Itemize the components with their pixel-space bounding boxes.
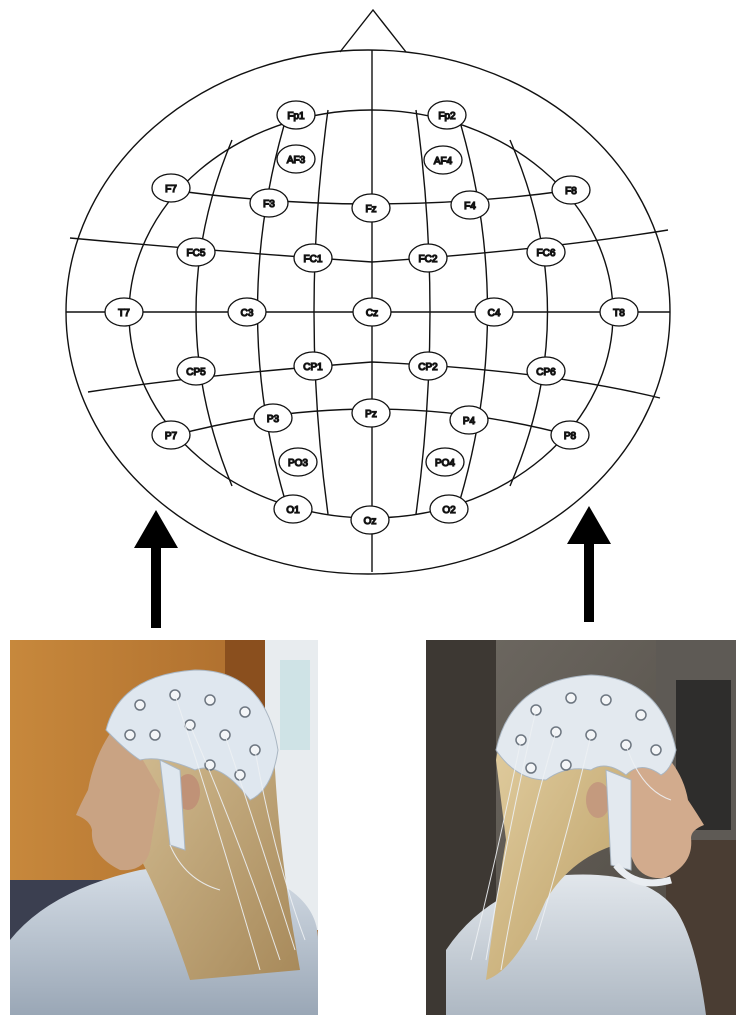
left-arc-outer (196, 140, 232, 486)
electrode-f4[interactable]: F4 (451, 191, 489, 219)
electrode-label: F8 (565, 186, 577, 197)
electrode-label: Oz (364, 516, 377, 527)
electrode-label: CP1 (303, 362, 323, 373)
electrode-label: CP6 (536, 367, 556, 378)
electrode-label: Pz (365, 409, 377, 420)
electrode-c3[interactable]: C3 (228, 298, 266, 326)
electrode-t8[interactable]: T8 (600, 298, 638, 326)
electrode-label: O1 (286, 505, 300, 516)
electrode-label: C4 (488, 308, 501, 319)
electrode-label: CP5 (186, 367, 206, 378)
arrow-up-left-icon (134, 510, 178, 628)
electrode-fc5[interactable]: FC5 (177, 238, 215, 266)
fronto-central-line (70, 230, 668, 262)
electrode-fz[interactable]: Fz (352, 194, 390, 222)
eeg-electrode-diagram: Fp1 Fp2 AF3 AF4 F7 F3 Fz F4 F8 FC5 FC1 F… (0, 0, 736, 640)
eeg-cap-photo-right (426, 640, 736, 1015)
electrode-o2[interactable]: O2 (430, 495, 468, 523)
electrode-label: T8 (613, 308, 625, 319)
electrode-cp1[interactable]: CP1 (294, 352, 332, 380)
electrode-label: O2 (442, 505, 456, 516)
electrode-fp2[interactable]: Fp2 (428, 101, 466, 129)
electrode-oz[interactable]: Oz (351, 506, 389, 534)
electrode-label: AF3 (287, 155, 306, 166)
electrode-label: FC6 (537, 248, 556, 259)
electrode-t7[interactable]: T7 (105, 298, 143, 326)
electrode-cp6[interactable]: CP6 (527, 357, 565, 385)
electrode-cp5[interactable]: CP5 (177, 357, 215, 385)
electrode-label: FC2 (419, 254, 438, 265)
electrode-po4[interactable]: PO4 (426, 448, 464, 476)
electrode-cp2[interactable]: CP2 (409, 352, 447, 380)
electrode-c4[interactable]: C4 (475, 298, 513, 326)
electrode-pz[interactable]: Pz (352, 399, 390, 427)
electrode-fc1[interactable]: FC1 (294, 244, 332, 272)
electrode-label: PO3 (288, 458, 308, 469)
nose (340, 10, 406, 52)
electrode-f7[interactable]: F7 (152, 174, 190, 202)
electrode-cz[interactable]: Cz (353, 298, 391, 326)
electrode-fc2[interactable]: FC2 (409, 244, 447, 272)
electrode-label: Fp1 (287, 111, 305, 122)
electrode-fc6[interactable]: FC6 (527, 238, 565, 266)
electrode-label: Cz (366, 308, 378, 319)
electrode-label: F3 (263, 199, 275, 210)
electrode-po3[interactable]: PO3 (279, 448, 317, 476)
electrode-label: P8 (564, 431, 577, 442)
electrode-f3[interactable]: F3 (250, 189, 288, 217)
eeg-cap-photo-left (10, 640, 318, 1015)
right-arc-outer (510, 140, 548, 486)
electrode-label: F4 (464, 201, 476, 212)
electrode-label: AF4 (434, 156, 453, 167)
electrode-label: F7 (165, 184, 177, 195)
electrode-p4[interactable]: P4 (450, 406, 488, 434)
electrode-af4[interactable]: AF4 (424, 146, 462, 174)
electrode-fp1[interactable]: Fp1 (277, 101, 315, 129)
electrode-label: C3 (241, 308, 254, 319)
electrode-p3[interactable]: P3 (254, 404, 292, 432)
electrode-label: PO4 (435, 458, 455, 469)
electrode-p8[interactable]: P8 (551, 421, 589, 449)
centro-parietal-line (88, 362, 660, 398)
electrode-label: CP2 (418, 362, 438, 373)
electrode-o1[interactable]: O1 (274, 495, 312, 523)
electrode-label: Fp2 (438, 111, 456, 122)
arrow-up-right-icon (567, 506, 611, 622)
electrode-af3[interactable]: AF3 (277, 145, 315, 173)
electrode-label: P7 (165, 431, 178, 442)
electrode-label: FC1 (304, 254, 323, 265)
electrode-label: FC5 (187, 248, 206, 259)
electrode-label: P4 (463, 416, 476, 427)
electrode-p7[interactable]: P7 (152, 421, 190, 449)
electrode-label: P3 (267, 414, 280, 425)
electrode-label: Fz (365, 204, 376, 215)
electrode-label: T7 (118, 308, 130, 319)
electrode-f8[interactable]: F8 (552, 176, 590, 204)
